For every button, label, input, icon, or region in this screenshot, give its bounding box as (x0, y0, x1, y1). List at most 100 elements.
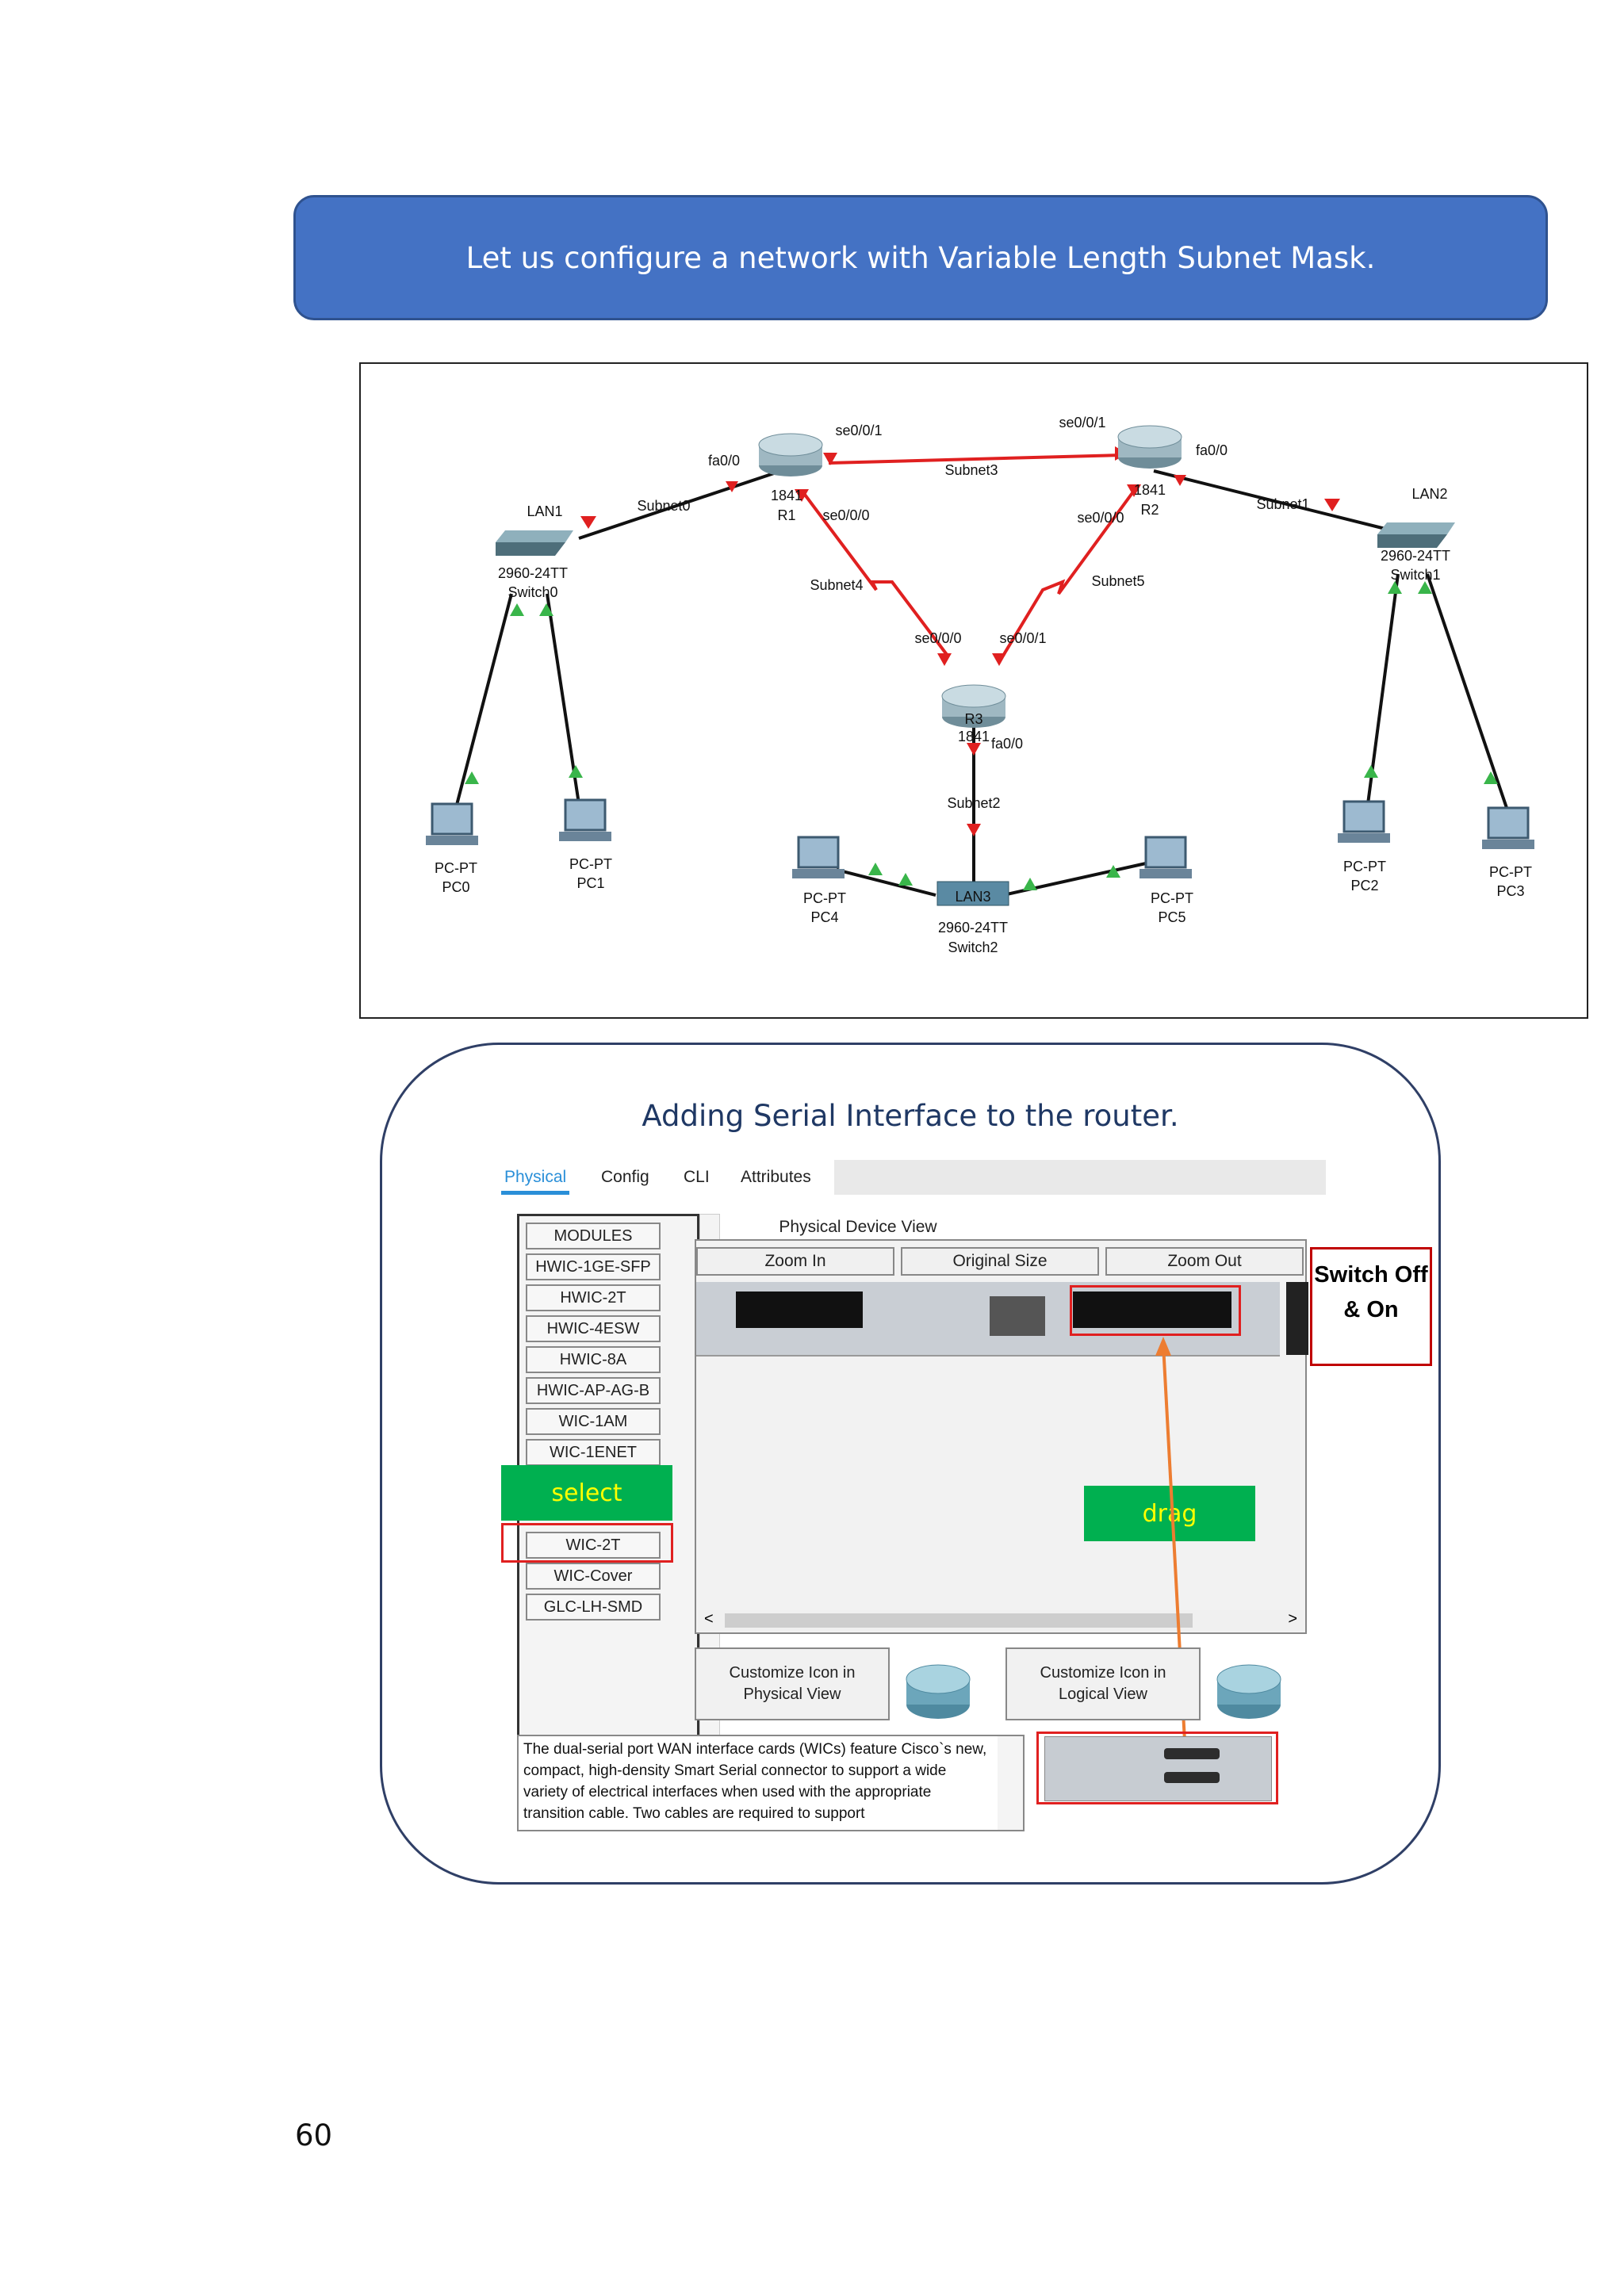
label-r2-se1: se0/0/1 (1059, 415, 1105, 430)
module-item[interactable]: HWIC-8A (526, 1346, 661, 1373)
router-r3[interactable] (941, 684, 1006, 728)
pc3-icon[interactable] (1482, 806, 1534, 849)
label-pc4-type: PC-PT (803, 890, 846, 906)
label-pc4-name: PC4 (810, 909, 838, 925)
module-item[interactable]: WIC-1AM (526, 1408, 661, 1435)
pc2-icon[interactable] (1338, 800, 1390, 843)
label-r1-name: R1 (777, 507, 795, 523)
label-lan3: LAN3 (955, 889, 990, 905)
marker-red (1127, 484, 1141, 497)
physical-device-view-title: Physical Device View (779, 1218, 937, 1236)
chassis-slot-1[interactable] (1073, 1292, 1231, 1328)
label-r1-model: 1841 (771, 488, 802, 503)
label-r1-fa: fa0/0 (708, 453, 740, 469)
zoom-in-button[interactable]: Zoom In (696, 1247, 894, 1276)
marker-green (465, 771, 479, 784)
tab-cli[interactable]: CLI (684, 1168, 710, 1186)
device-tabs: Physical Config CLI Attributes (500, 1160, 1326, 1196)
switch0[interactable] (496, 530, 573, 556)
marker-green (1388, 581, 1402, 594)
customize-logical-button[interactable]: Customize Icon in Logical View (1005, 1647, 1201, 1720)
marker-red (823, 453, 837, 465)
label-pc1-name: PC1 (576, 875, 604, 891)
pc4-icon[interactable] (792, 836, 845, 878)
marker-green (539, 603, 553, 616)
module-item[interactable]: HWIC-AP-AG-B (526, 1377, 661, 1404)
topology-labels: LAN1 LAN2 LAN3 Subnet0 Subnet1 Subnet2 S… (435, 415, 1532, 955)
module-item[interactable]: GLC-LH-SMD (526, 1594, 661, 1621)
module-item[interactable]: HWIC-4ESW (526, 1315, 661, 1342)
marker-red (967, 743, 981, 756)
label-pc2-type: PC-PT (1343, 859, 1386, 874)
switch2[interactable] (936, 881, 1009, 906)
link-r1-r3 (803, 493, 949, 657)
switch-note-text: Switch Off & On (1314, 1262, 1428, 1322)
marker-red (992, 653, 1006, 666)
pc0-icon[interactable] (426, 802, 478, 845)
label-pc0-type: PC-PT (435, 860, 477, 876)
marker-green (1364, 765, 1378, 778)
marker-red (937, 653, 952, 666)
module-item[interactable]: HWIC-2T (526, 1284, 661, 1311)
label-r2-model: 1841 (1134, 482, 1166, 498)
label-r2-name: R2 (1140, 502, 1159, 518)
router-chassis (696, 1282, 1308, 1357)
zoom-out-button[interactable]: Zoom Out (1105, 1247, 1304, 1276)
label-pc3-name: PC3 (1496, 883, 1524, 899)
label-r2-fa: fa0/0 (1196, 442, 1228, 458)
wic-2t-highlight (501, 1523, 673, 1563)
pc1-icon[interactable] (559, 798, 611, 841)
label-pc0-name: PC0 (442, 879, 469, 895)
label-sw0-name: Switch0 (508, 584, 557, 600)
marker-green (510, 603, 524, 616)
module-item-wic-2t[interactable]: WIC-2T (526, 1532, 661, 1559)
device-view-hscrollbar[interactable]: < > (698, 1610, 1304, 1631)
label-r1-se1: se0/0/1 (835, 423, 882, 438)
router-r1[interactable] (758, 433, 823, 476)
scroll-thumb[interactable] (725, 1613, 1193, 1628)
tab-physical[interactable]: Physical (500, 1168, 570, 1195)
switch1[interactable] (1377, 522, 1455, 548)
customize-physical-button[interactable]: Customize Icon in Physical View (695, 1647, 890, 1720)
module-description-text: The dual-serial port WAN interface cards… (523, 1741, 987, 1822)
label-r1-se0: se0/0/0 (822, 507, 869, 523)
slot-highlight (1070, 1285, 1241, 1336)
label-r2-se0: se0/0/0 (1077, 510, 1124, 526)
module-image-highlight (1036, 1732, 1278, 1804)
router-r2[interactable] (1117, 425, 1182, 469)
wic-2t-module-image[interactable] (1044, 1736, 1272, 1801)
marker-green (569, 765, 583, 778)
scroll-left-arrow[interactable]: < (704, 1610, 714, 1628)
link-r1-r2 (828, 453, 1123, 465)
module-header: MODULES (526, 1223, 661, 1249)
marker-green (868, 863, 883, 875)
module-serial-port (1164, 1748, 1220, 1759)
network-topology: LAN1 LAN2 LAN3 Subnet0 Subnet1 Subnet2 S… (359, 362, 1588, 1019)
label-pc3-type: PC-PT (1489, 864, 1532, 880)
marker-red (1324, 499, 1340, 511)
marker-red (967, 824, 981, 836)
module-item[interactable]: HWIC-1GE-SFP (526, 1253, 661, 1280)
tab-attributes[interactable]: Attributes (741, 1168, 811, 1186)
select-label: select (501, 1465, 672, 1521)
panel-title: Adding Serial Interface to the router. (642, 1099, 1179, 1133)
topology-diagram: LAN1 LAN2 LAN3 Subnet0 Subnet1 Subnet2 S… (426, 415, 1534, 955)
chassis-slot-0[interactable] (736, 1292, 863, 1328)
title-banner: Let us configure a network with Variable… (293, 195, 1548, 320)
drag-label-text: drag (1142, 1499, 1197, 1528)
power-switch[interactable] (1286, 1282, 1308, 1355)
description-scrollbar[interactable] (998, 1736, 1023, 1830)
label-r3-name: R3 (964, 711, 982, 727)
module-item[interactable]: WIC-1ENET (526, 1439, 661, 1466)
original-size-button[interactable]: Original Size (901, 1247, 1099, 1276)
link-r2-sw1 (1153, 469, 1392, 532)
module-item[interactable]: WIC-Cover (526, 1563, 661, 1590)
physical-device-view: Zoom In Original Size Zoom Out < > (695, 1239, 1308, 1634)
pc5-icon[interactable] (1139, 836, 1192, 878)
page-number: 60 (295, 2118, 333, 2152)
tab-config[interactable]: Config (601, 1168, 649, 1186)
customize-logical-label: Customize Icon in Logical View (1040, 1664, 1166, 1703)
label-subnet5: Subnet5 (1091, 573, 1144, 589)
label-subnet1: Subnet1 (1256, 496, 1309, 512)
scroll-right-arrow[interactable]: > (1288, 1610, 1297, 1628)
